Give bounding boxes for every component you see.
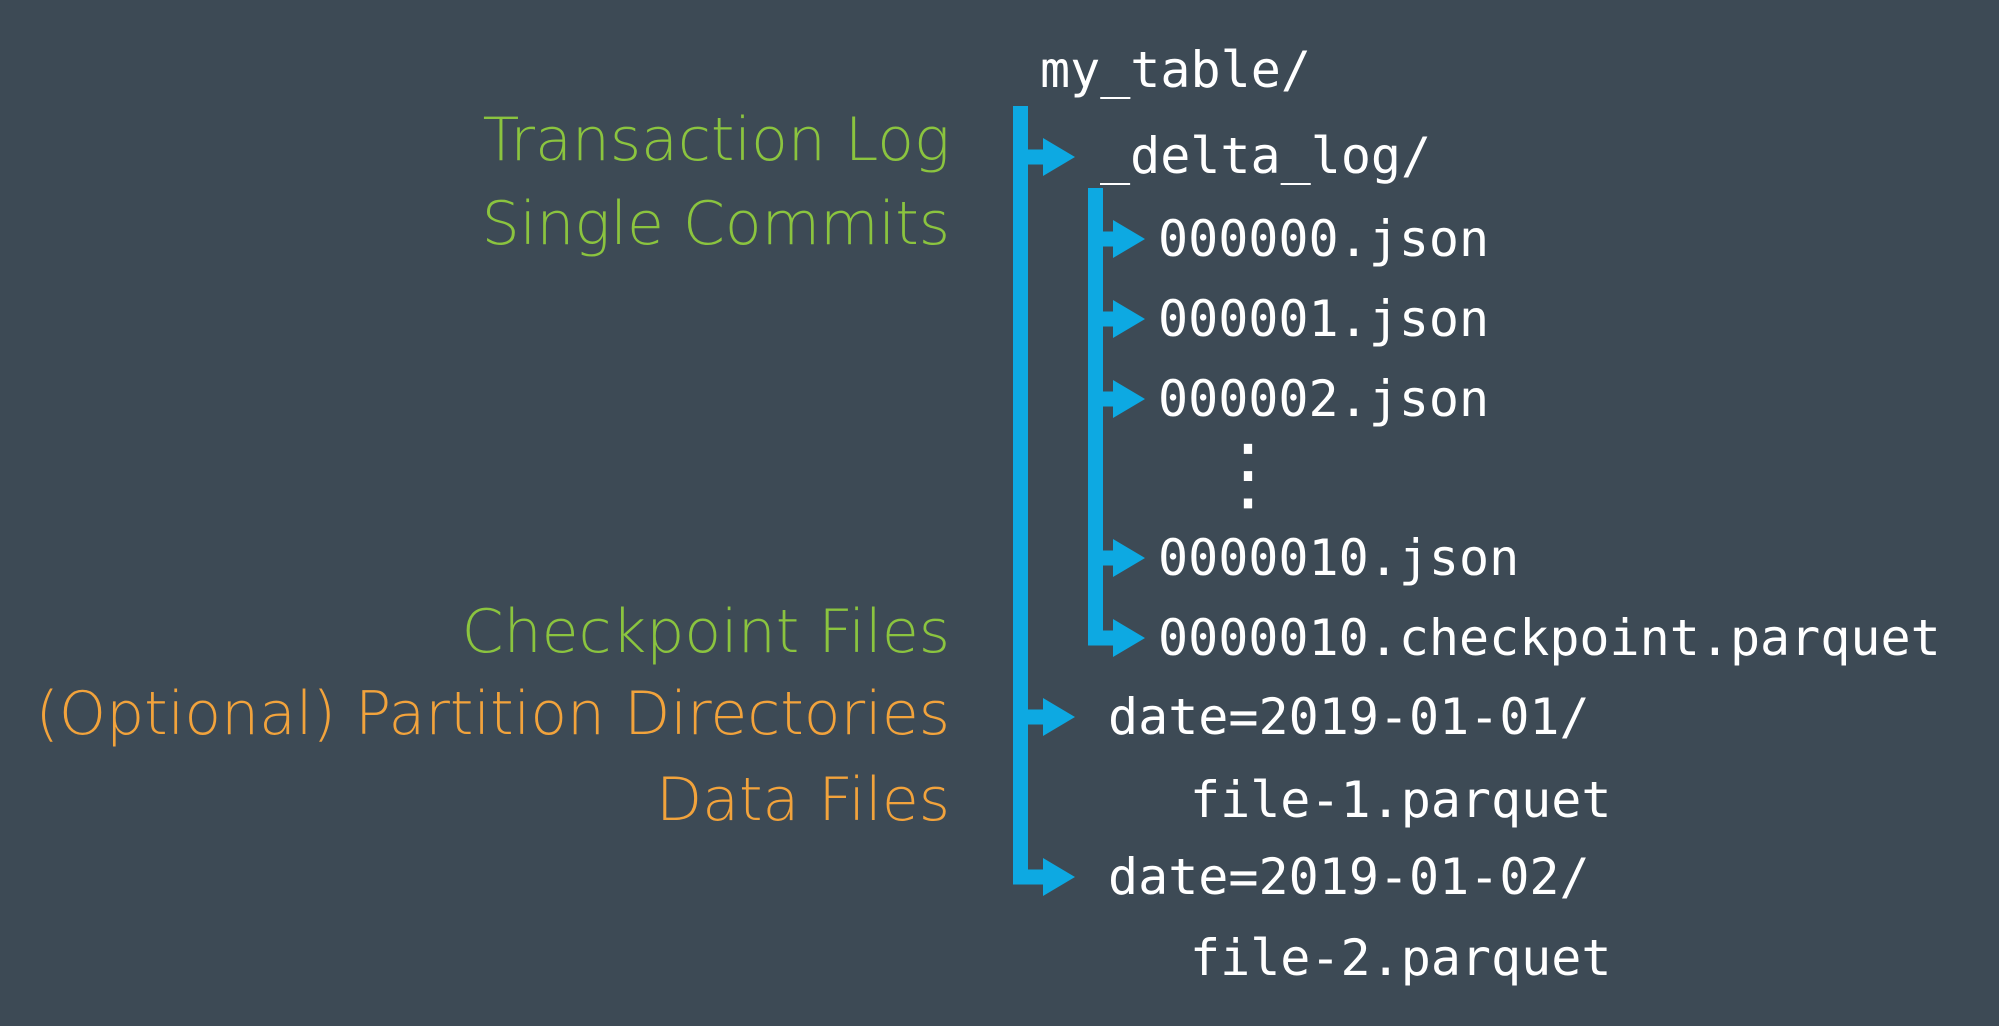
label-data-files: Data Files: [656, 765, 950, 835]
arrowhead-icon-date-01: [1043, 698, 1075, 736]
tree-item-root-dir: my_table/: [1040, 41, 1311, 99]
tree-item-json-000001: 000001.json: [1158, 290, 1490, 348]
main-trunk-line: [1013, 106, 1045, 885]
arrowhead-icon-json-10: [1113, 539, 1145, 577]
label-transaction-log: Transaction Log: [482, 105, 950, 175]
label-single-commits: Single Commits: [481, 189, 950, 259]
arrowhead-icon-date-02: [1043, 858, 1075, 896]
label-partition-directories: (Optional) Partition Directories: [35, 679, 950, 749]
label-checkpoint-files: Checkpoint Files: [461, 597, 950, 667]
delta-log-trunk-line: [1088, 188, 1114, 646]
arrowhead-icon-delta-log: [1043, 138, 1075, 176]
tree-item-data-file-2: file-2.parquet: [1190, 929, 1612, 987]
tree-item-json-000002: 000002.json: [1158, 370, 1490, 428]
tree-item-checkpoint-parquet: 0000010.checkpoint.parquet: [1158, 609, 1941, 667]
tree-item-partition-dir-02: date=2019-01-02/: [1108, 848, 1590, 906]
tree-item-data-file-1: file-1.parquet: [1190, 771, 1612, 829]
tree-item-json-000000: 000000.json: [1158, 210, 1490, 268]
tree-item-partition-dir-01: date=2019-01-01/: [1108, 688, 1590, 746]
arrowhead-icon-checkpoint: [1113, 619, 1145, 657]
tree-item-delta-log-dir: _delta_log/: [1100, 127, 1432, 185]
tree-item-json-0000010: 0000010.json: [1158, 529, 1520, 587]
tree-item-ellipsis: ⋮: [1208, 427, 1288, 520]
arrowhead-icon-json-2: [1113, 380, 1145, 418]
arrowhead-icon-json-1: [1113, 300, 1145, 338]
arrowhead-icon-json-0: [1113, 220, 1145, 258]
